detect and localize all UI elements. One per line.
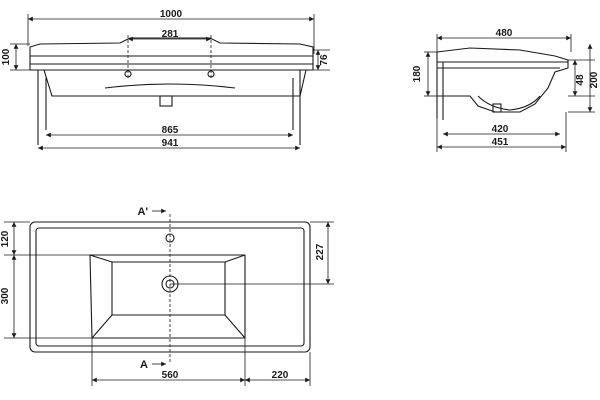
side-drain	[492, 103, 502, 113]
dim-plan-left-top: 120	[0, 230, 11, 247]
tap-hole-right	[207, 70, 215, 78]
dim-side-height: 180	[412, 65, 423, 82]
dim-bottom-width: 941	[162, 138, 179, 149]
plan-view: A' A 120 300 227 560 220	[0, 206, 334, 386]
dim-tap-spacing: 281	[162, 29, 179, 40]
dim-inner-width: 865	[162, 125, 179, 136]
dim-overall-width: 1000	[160, 9, 183, 20]
side-view: 480 180 48 200 420 451	[412, 28, 600, 152]
bowl-curve	[104, 83, 236, 89]
dim-plan-left-main: 300	[0, 287, 11, 304]
bowl-outer	[89, 254, 246, 339]
dim-height-left: 100	[1, 48, 12, 65]
bowl-inner	[111, 261, 226, 316]
dim-bottom-depth: 451	[492, 137, 509, 148]
dim-inner-depth: 420	[492, 124, 509, 135]
drain-outlet	[159, 95, 173, 107]
dim-top-depth: 480	[496, 28, 513, 39]
side-bowl-curve	[477, 95, 541, 111]
dim-plan-right-bottom: 220	[272, 370, 289, 381]
tap-hole-left	[124, 70, 132, 78]
dim-height-right: 76	[319, 54, 330, 66]
section-label-top: A'	[137, 206, 148, 218]
dim-side-small: 48	[575, 74, 586, 86]
basin-top-slab	[29, 37, 314, 57]
dim-side-large: 200	[589, 71, 600, 88]
side-profile	[436, 47, 569, 118]
dim-plan-bowl: 560	[162, 370, 179, 381]
front-view: 1000 281 100 76	[1, 9, 330, 151]
bowl-outline	[43, 69, 307, 97]
section-label-bottom: A	[140, 359, 148, 371]
dim-plan-right: 227	[315, 243, 326, 260]
basin-rim	[29, 56, 314, 65]
